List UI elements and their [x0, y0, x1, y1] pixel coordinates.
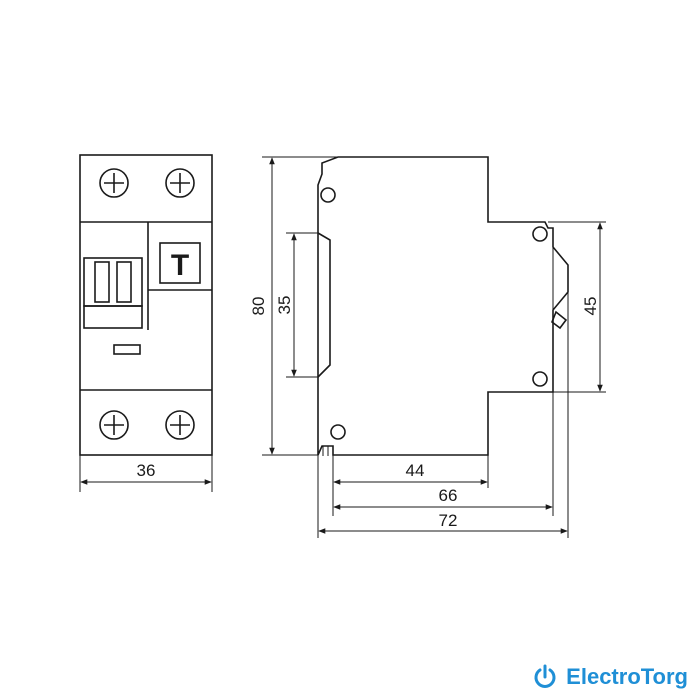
brand-name: ElectroTorg [566, 664, 688, 689]
mounting-hole [532, 371, 548, 387]
dimension-height: 80 [249, 156, 338, 456]
indicator-window [113, 344, 141, 355]
power-icon [534, 664, 556, 688]
front-view: T 36 [79, 154, 213, 492]
screw-icon [99, 168, 129, 198]
breaker-housing [79, 154, 213, 456]
test-button [159, 242, 201, 284]
dimension-terminal-label: 45 [581, 297, 600, 316]
dimension-depth-label: 72 [439, 511, 458, 530]
dimension-terminal: 45 [548, 221, 606, 393]
brand-logo: ElectroTorg [532, 664, 688, 690]
test-button-label: T [171, 249, 189, 282]
screw-icon [165, 410, 195, 440]
mounting-hole [532, 226, 548, 242]
terminal-detail [551, 310, 568, 330]
toggle-lever [83, 257, 143, 329]
side-profile [317, 156, 569, 456]
dimension-width-label: 36 [137, 461, 156, 480]
dimension-depth-label: 66 [439, 486, 458, 505]
dimension-rail-label: 35 [275, 296, 294, 315]
screw-icon [165, 168, 195, 198]
mounting-hole [330, 424, 346, 440]
dimension-rail: 35 [275, 232, 318, 378]
dimension-width: 36 [79, 455, 213, 492]
dimension-height-label: 80 [249, 297, 268, 316]
dimension-depth: 44 66 72 [317, 292, 569, 538]
mounting-hole [320, 187, 336, 203]
side-view: 80 35 45 44 66 72 [249, 156, 606, 538]
screw-icon [99, 410, 129, 440]
dimension-depth-label: 44 [406, 461, 425, 480]
